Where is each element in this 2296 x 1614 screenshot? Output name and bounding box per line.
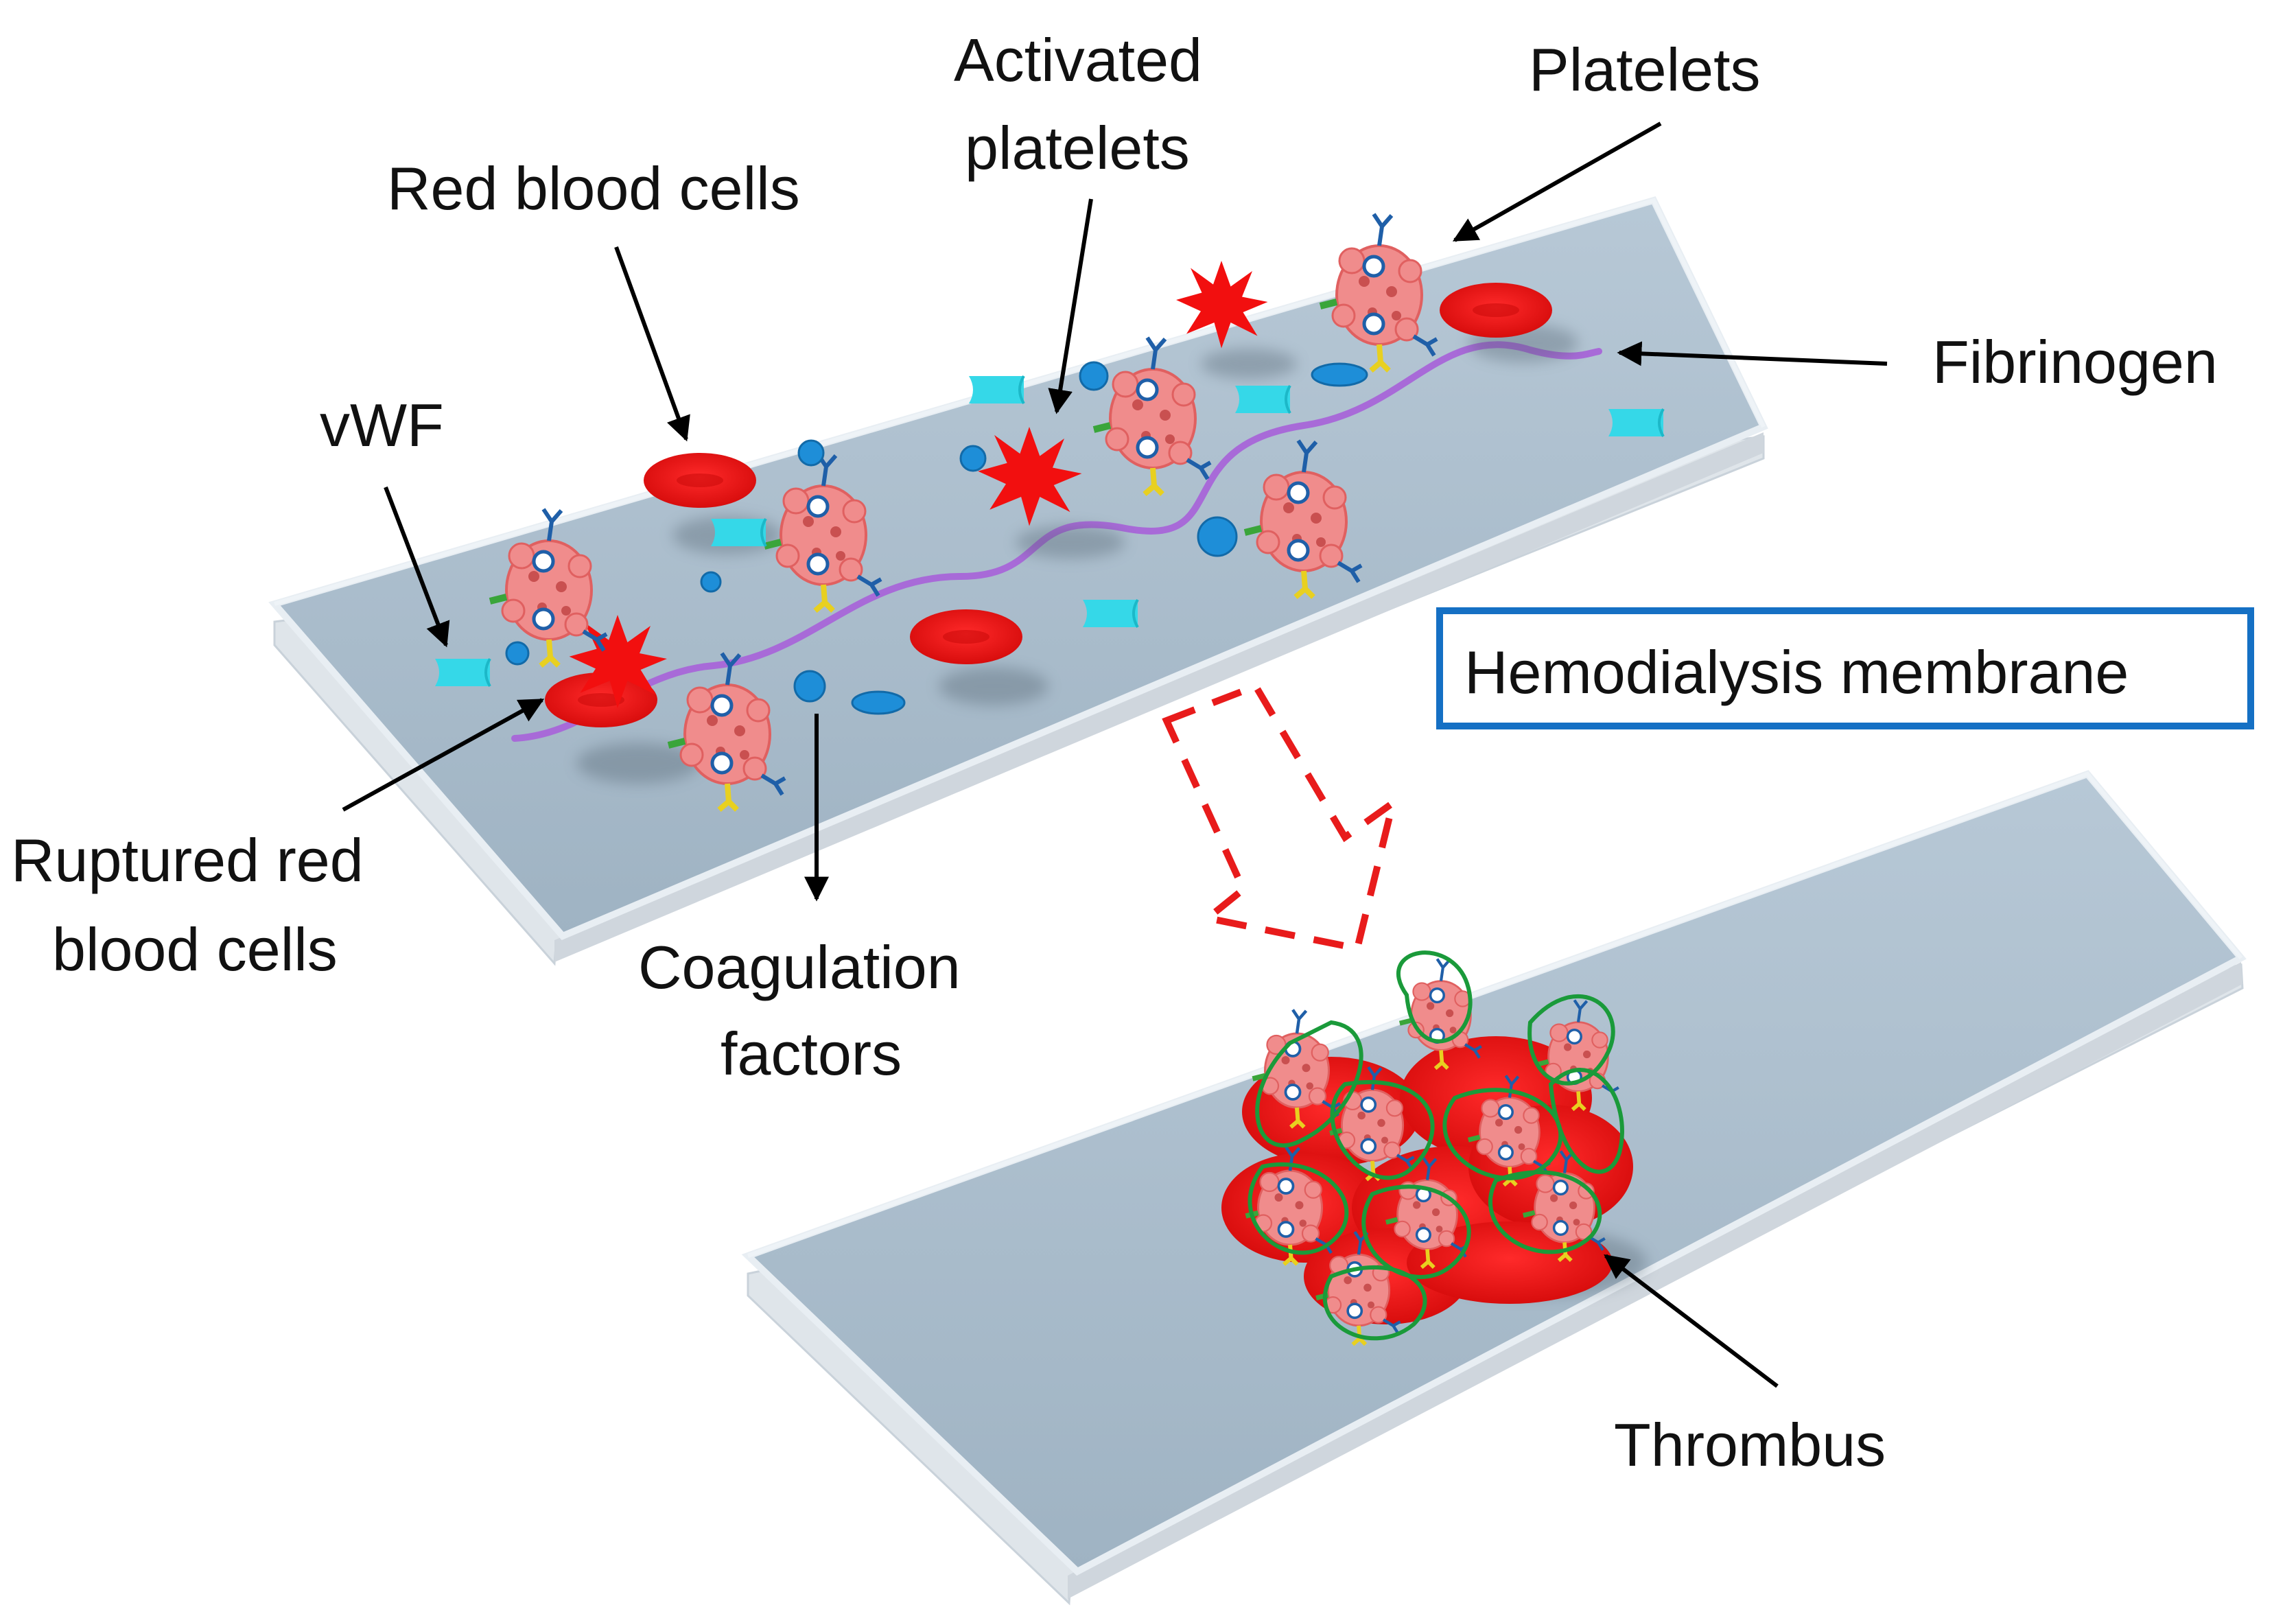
vwf-molecule [1081, 598, 1139, 629]
vwf-molecule [968, 375, 1025, 405]
vwf-molecule [434, 657, 491, 688]
vwf-molecule [1607, 408, 1665, 438]
label-activated-line-1: Activated [954, 26, 1202, 94]
leader-arrows [342, 121, 1888, 1388]
label-hemodialysis-membrane: Hemodialysis membrane [1464, 638, 2129, 706]
label-fibrinogen: Fibrinogen [1932, 328, 2218, 396]
rbc-cell [644, 453, 756, 508]
label-platelets: Platelets [1529, 36, 1761, 104]
coagulation-factors [505, 361, 1368, 715]
vwf-molecule [1234, 384, 1291, 414]
thrombus [1221, 950, 1647, 1344]
label-vwf: vWF [320, 391, 444, 459]
transition-arrow [1162, 681, 1399, 952]
label-coagulation-line-2: factors [721, 1020, 902, 1088]
label-thrombus: Thrombus [1614, 1411, 1886, 1479]
rbc-cell [1440, 283, 1552, 338]
fibrinogen-strand [511, 341, 1602, 742]
label-ruptured-line-2: blood cells [52, 915, 338, 983]
membrane-title-box: Hemodialysis membrane [1436, 607, 2254, 729]
rbc-cell [910, 609, 1022, 664]
label-activated-line-2: platelets [965, 114, 1190, 182]
fibrin-mesh [1247, 950, 1624, 1341]
label-red-blood-cells: Red blood cells [387, 154, 800, 222]
vwf-molecule [710, 517, 767, 548]
label-ruptured-line-1: Ruptured red [11, 826, 364, 894]
label-coagulation-line-1: Coagulation [638, 933, 961, 1001]
